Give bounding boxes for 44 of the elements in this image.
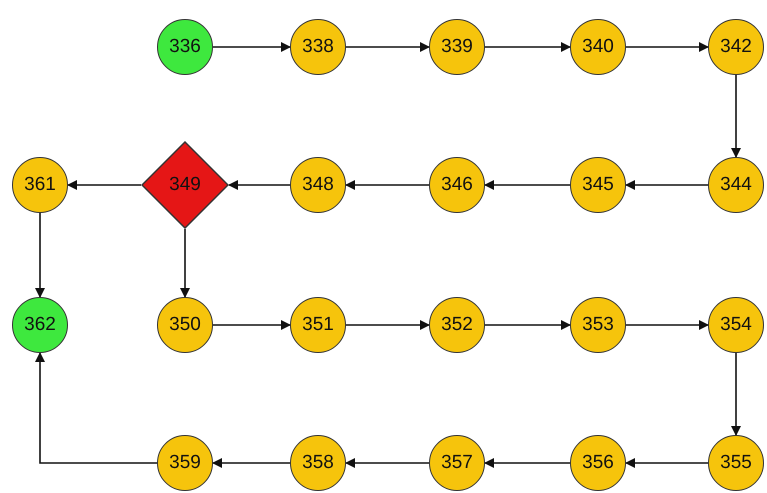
arrow: [626, 42, 709, 52]
step-number: 359: [169, 452, 201, 474]
step-number: 355: [720, 452, 752, 474]
arrow: [346, 320, 430, 330]
step-number: 353: [582, 314, 614, 336]
step-number: 352: [441, 314, 473, 336]
step-number: 339: [441, 36, 473, 58]
arrow: [345, 458, 429, 468]
arrow: [626, 320, 709, 330]
arrow: [625, 180, 708, 190]
arrow: [731, 75, 741, 158]
arrow: [484, 180, 570, 190]
arrow: [213, 320, 291, 330]
arrow: [485, 42, 571, 52]
arrow: [35, 352, 157, 464]
step-number: 351: [302, 314, 334, 336]
step-number: 349: [169, 174, 201, 196]
arrow: [346, 42, 430, 52]
step-number: 356: [582, 452, 614, 474]
arrow: [213, 42, 291, 52]
step-number: 358: [302, 452, 334, 474]
arrow: [67, 180, 141, 190]
step-number: 361: [24, 174, 56, 196]
step-number: 346: [441, 174, 473, 196]
arrow: [484, 458, 570, 468]
arrow: [485, 320, 571, 330]
step-number: 350: [169, 314, 201, 336]
step-number: 357: [441, 452, 473, 474]
step-number: 338: [302, 36, 334, 58]
arrow: [731, 353, 741, 436]
arrow: [35, 213, 45, 298]
step-number: 342: [720, 36, 752, 58]
step-number: 345: [582, 174, 614, 196]
arrow: [180, 229, 190, 298]
arrow: [228, 180, 290, 190]
arrow: [345, 180, 429, 190]
step-number: 344: [720, 174, 752, 196]
arrow: [212, 458, 290, 468]
arrow: [625, 458, 708, 468]
step-number: 348: [302, 174, 334, 196]
step-number: 362: [24, 314, 56, 336]
step-number: 340: [582, 36, 614, 58]
step-number: 354: [720, 314, 752, 336]
step-number: 336: [169, 36, 201, 58]
